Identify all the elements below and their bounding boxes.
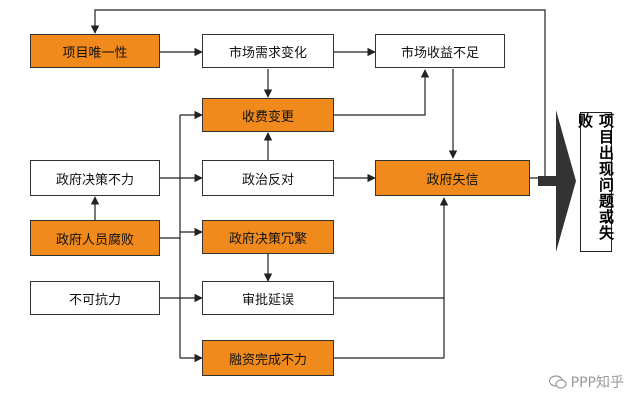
box-approval-delay: 审批延误 xyxy=(202,281,334,315)
box-fee-change: 收费变更 xyxy=(202,98,334,132)
result-label: 项目出现问题或失败 xyxy=(576,113,615,241)
box-government-default: 政府失信 xyxy=(375,160,530,196)
result-arrow-body xyxy=(538,176,556,186)
box-market-demand: 市场需求变化 xyxy=(202,34,334,68)
box-project-uniqueness: 项目唯一性 xyxy=(30,34,160,68)
arrow-fee-to-revenue xyxy=(334,69,430,116)
chat-bubble-icon xyxy=(548,375,567,389)
box-policy-failure: 政府决策不力 xyxy=(30,160,160,196)
box-market-revenue: 市场收益不足 xyxy=(375,34,505,68)
watermark-text: PPP知乎 xyxy=(570,375,624,391)
result-box: 项目出现问题或失败 xyxy=(576,112,615,252)
box-government-redundancy: 政府决策冗繁 xyxy=(202,220,334,254)
watermark: PPP知乎 xyxy=(548,372,624,392)
bus-corruption xyxy=(160,115,181,239)
box-force-majeure: 不可抗力 xyxy=(30,281,160,315)
result-arrow xyxy=(556,110,576,252)
box-financing-failure: 融资完成不力 xyxy=(202,340,334,376)
box-political-opposition: 政治反对 xyxy=(202,160,334,196)
box-official-corruption: 政府人员腐败 xyxy=(30,220,160,256)
